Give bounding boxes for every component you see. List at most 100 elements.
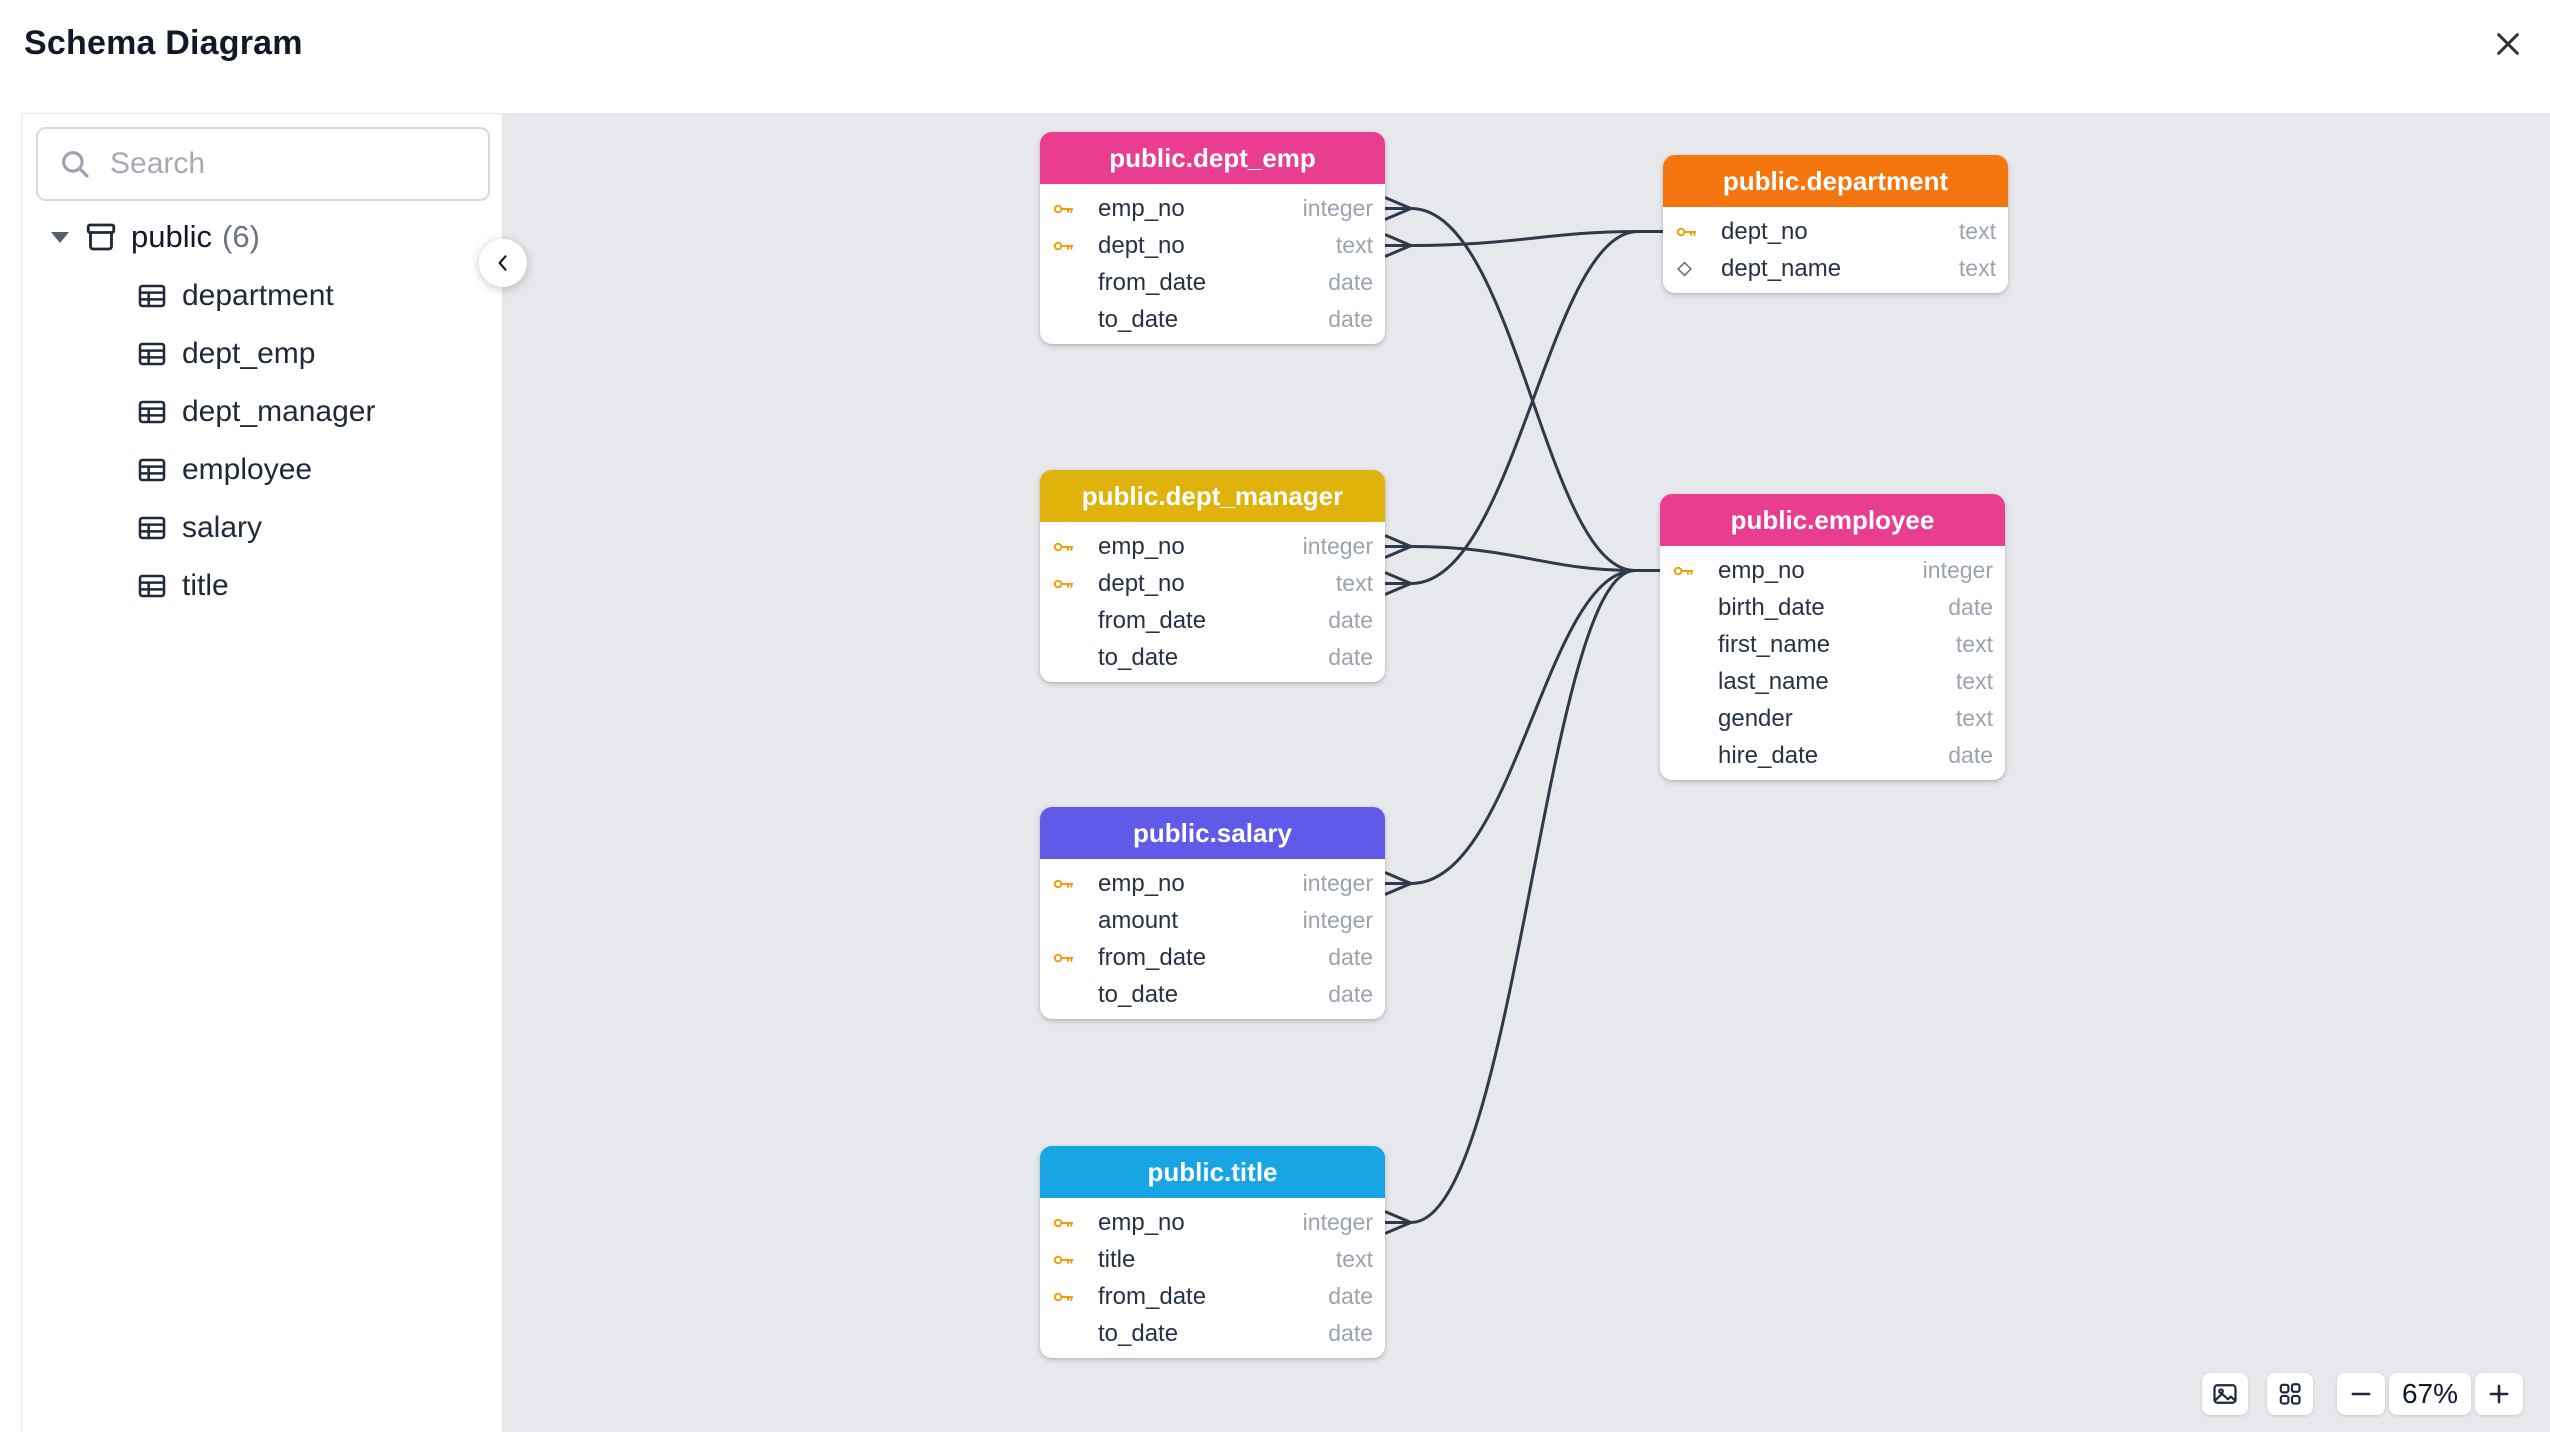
sidebar-item-public-schema[interactable]: public (6) [22, 215, 502, 259]
search-input[interactable] [110, 147, 450, 181]
column-type: date [1328, 607, 1373, 633]
table-name-label: department [182, 279, 334, 312]
sidebar-item-salary[interactable]: salary [22, 499, 502, 557]
close-button[interactable] [2488, 24, 2528, 64]
column-row-to_date: to_date date [1040, 1315, 1385, 1352]
column-type: text [1335, 232, 1373, 258]
page-title: Schema Diagram [24, 24, 303, 62]
zoom-in-button[interactable] [2475, 1373, 2523, 1415]
zoom-level: 67% [2389, 1373, 2471, 1415]
column-type: integer [1302, 533, 1373, 559]
column-name: first_name [1718, 630, 1831, 658]
column-name: to_date [1098, 643, 1179, 671]
column-row-emp_no: emp_no integer [1040, 190, 1385, 227]
column-type: date [1328, 269, 1373, 295]
schema-name: public [131, 219, 212, 254]
column-row-from_date: from_date date [1040, 1278, 1385, 1315]
table-node-header[interactable]: public.salary [1040, 807, 1385, 859]
column-type: integer [1302, 1209, 1373, 1235]
sidebar-item-dept_manager[interactable]: dept_manager [22, 383, 502, 441]
schema-box-icon [86, 223, 116, 251]
column-name: from_date [1098, 606, 1207, 634]
caret-down-icon [51, 231, 69, 243]
table-node-header[interactable]: public.dept_emp [1040, 132, 1385, 184]
column-type: date [1328, 1320, 1373, 1346]
sidebar-collapse-button[interactable] [479, 239, 527, 287]
table-name-label: employee [182, 453, 313, 486]
column-name: dept_name [1721, 254, 1842, 282]
sidebar-item-department[interactable]: department [22, 267, 502, 325]
primary-key-icon [1053, 1255, 1074, 1264]
zoom-out-button[interactable] [2337, 1373, 2385, 1415]
table-node-header[interactable]: public.department [1663, 155, 2008, 207]
column-name: hire_date [1718, 741, 1819, 769]
schema-tree-items: department dept_emp dept_manager employee sa… [22, 267, 502, 615]
column-name: emp_no [1098, 194, 1185, 222]
primary-key-icon [1053, 879, 1074, 888]
primary-key-icon [1053, 241, 1074, 250]
column-type: text [1335, 570, 1373, 596]
search-box [36, 127, 490, 201]
column-name: from_date [1098, 268, 1207, 296]
column-type: integer [1302, 195, 1373, 221]
column-name: from_date [1098, 1282, 1207, 1310]
column-type: date [1328, 944, 1373, 970]
column-name: dept_no [1721, 217, 1808, 245]
column-row-from_date: from_date date [1040, 939, 1385, 976]
column-row-emp_no: emp_no integer [1660, 552, 2005, 589]
primary-key-icon [1053, 542, 1074, 551]
column-name: gender [1718, 704, 1793, 732]
table-name-label: dept_emp [182, 337, 316, 370]
schema-table-count: (6) [222, 219, 260, 254]
schema-tree: public (6) department dept_emp dept_manage… [22, 215, 502, 615]
table-node-header[interactable]: public.employee [1660, 494, 2005, 546]
grid-icon [2279, 1383, 2301, 1405]
table-node-header[interactable]: public.title [1040, 1146, 1385, 1198]
column-name: from_date [1098, 943, 1207, 971]
column-type: integer [1302, 907, 1373, 933]
column-name: last_name [1718, 667, 1829, 695]
column-type: integer [1922, 557, 1993, 583]
auto-layout-button[interactable] [2267, 1373, 2313, 1415]
column-type: date [1328, 1283, 1373, 1309]
sidebar-item-dept_emp[interactable]: dept_emp [22, 325, 502, 383]
diagram-canvas[interactable] [503, 113, 2550, 1432]
column-name: emp_no [1098, 1208, 1185, 1236]
sidebar-item-employee[interactable]: employee [22, 441, 502, 499]
column-type: text [1335, 1246, 1373, 1272]
export-image-button[interactable] [2202, 1373, 2248, 1415]
table-node-header[interactable]: public.dept_manager [1040, 470, 1385, 522]
sidebar-item-title[interactable]: title [22, 557, 502, 615]
column-row-from_date: from_date date [1040, 264, 1385, 301]
column-name: to_date [1098, 1319, 1179, 1347]
app-header: Schema Diagram [0, 0, 2550, 113]
column-type: date [1948, 594, 1993, 620]
column-name: emp_no [1718, 556, 1805, 584]
column-type: date [1328, 306, 1373, 332]
table-name-label: salary [182, 511, 263, 544]
